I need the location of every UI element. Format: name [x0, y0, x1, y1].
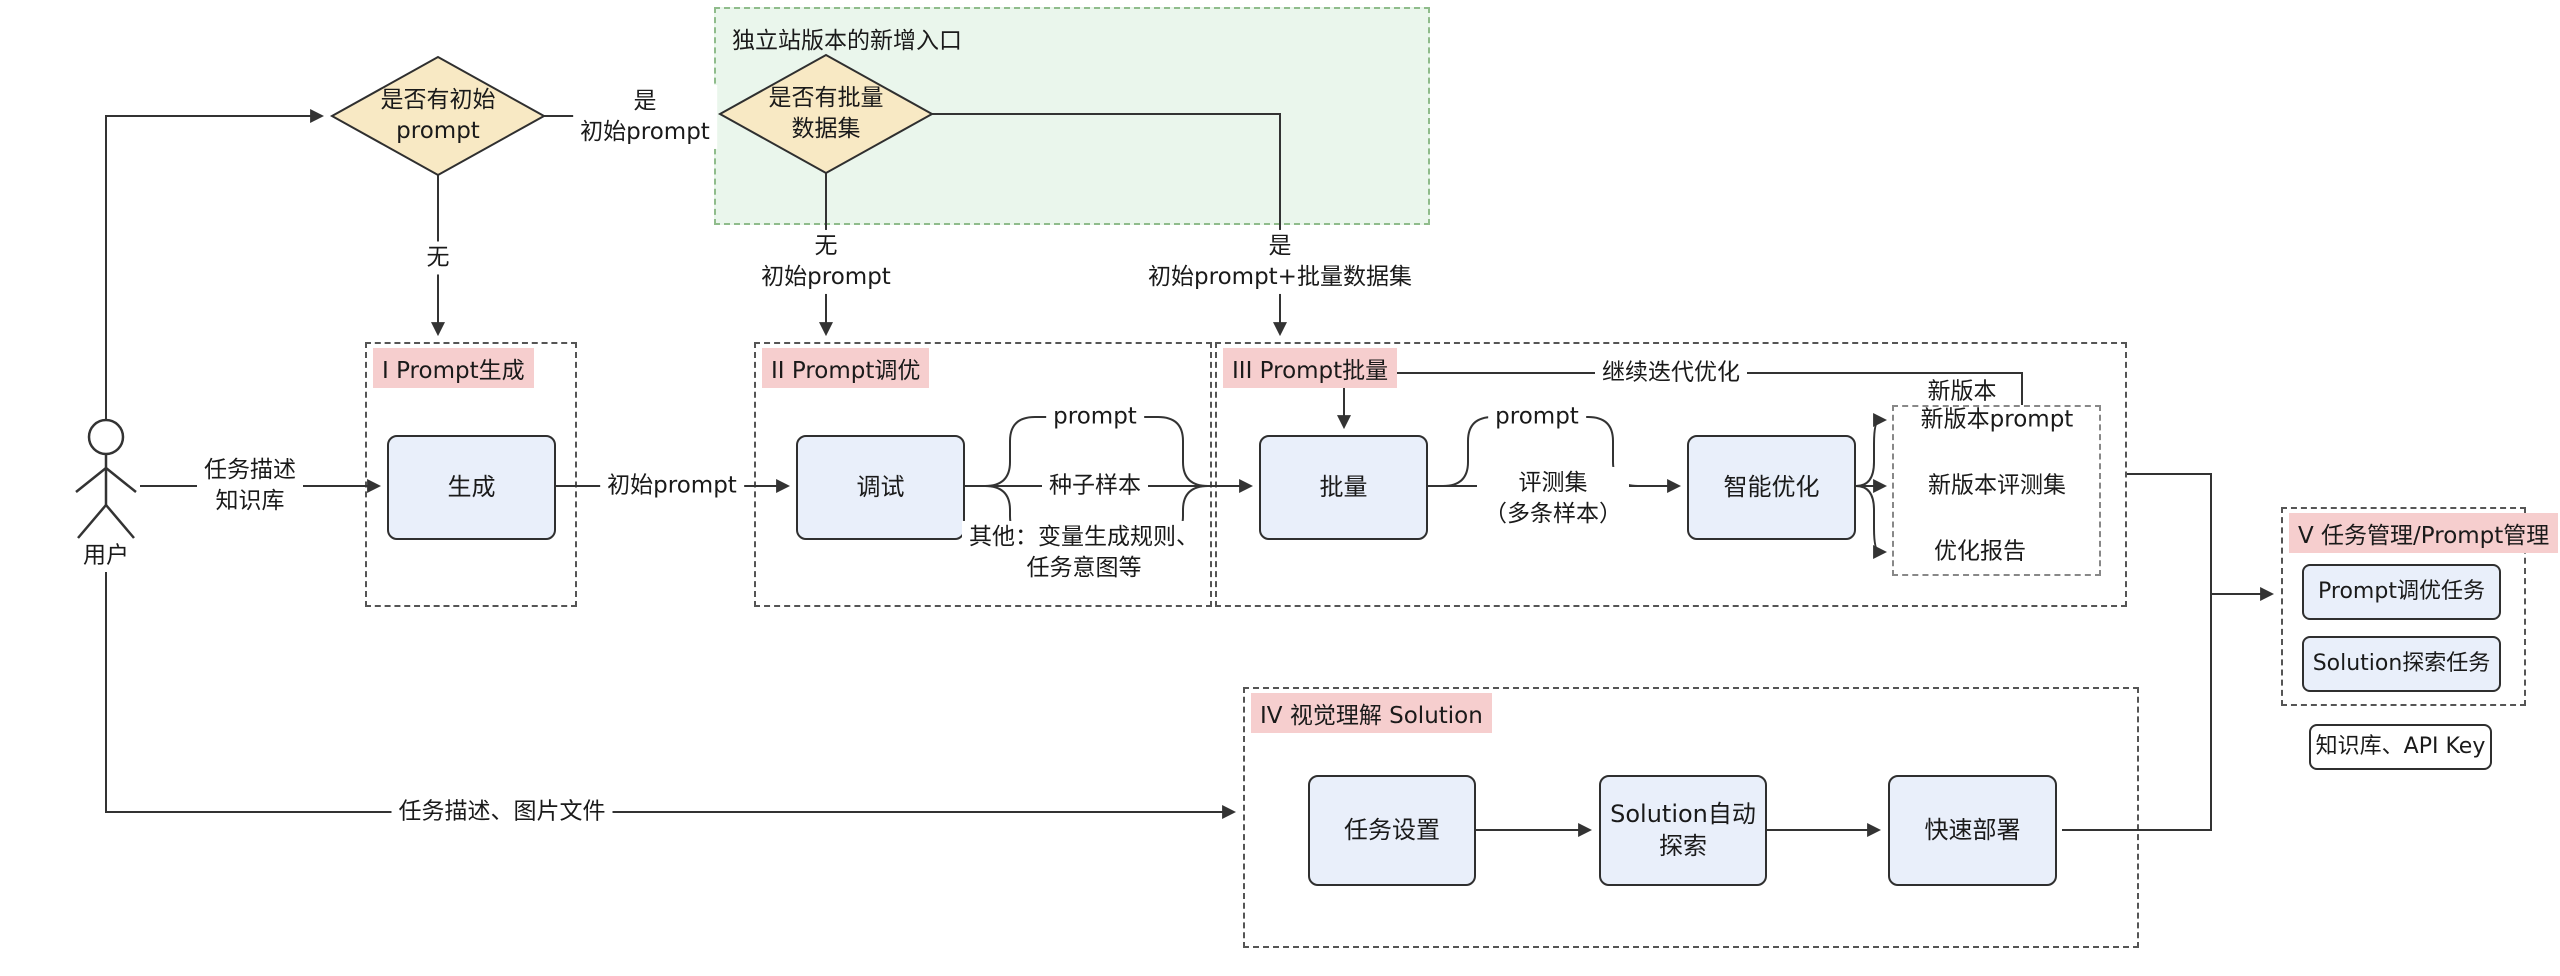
- container-title-prompt-tuning: II Prompt调优: [762, 348, 930, 388]
- edge-label-yes-batch-dataset: 是 初始prompt+批量数据集: [1141, 229, 1419, 295]
- node-quick-deploy: 快速部署: [1888, 775, 2057, 886]
- edge-outputs-junction: [2062, 473, 2212, 831]
- edge-label-yes-initial-prompt: 是 初始prompt: [573, 84, 717, 150]
- edge-label-evalset: 评测集 （多条样本）: [1477, 466, 1629, 532]
- node-prompt-tuning-task: Prompt调优任务: [2302, 564, 2501, 620]
- edge-debug-merge-top: [1142, 416, 1209, 487]
- decision-has-initial-prompt-shape: [329, 55, 547, 177]
- container-title-prompt-generation: I Prompt生成: [373, 348, 534, 388]
- new-version-evalset: 新版本评测集: [1928, 472, 2066, 499]
- new-version-group: [1892, 405, 2101, 576]
- container-title-task-management: V 任务管理/Prompt管理: [2289, 513, 2559, 553]
- edge-label-loop-optimize: 继续迭代优化: [1595, 356, 1747, 390]
- container-visual-solution: [1243, 687, 2139, 948]
- edge-user-to-decision1: [105, 109, 325, 420]
- edge-label-none: 无: [419, 241, 457, 275]
- new-version-prompt: 新版本prompt: [1920, 406, 2074, 433]
- container-title-visual-solution: IV 视觉理解 Solution: [1251, 693, 1492, 733]
- node-generate: 生成: [387, 435, 556, 540]
- edge-label-task-image-files: 任务描述、图片文件: [391, 795, 613, 829]
- edge-label-other-rules: 其他：变量生成规则、 任务意图等: [962, 520, 1206, 586]
- edge-label-seed-samples: 种子样本: [1042, 469, 1148, 503]
- standalone-entry-zone-label: 独立站版本的新增入口: [732, 28, 962, 54]
- edge-label-none-initial-prompt: 无 初始prompt: [754, 229, 898, 295]
- container-prompt-tuning: [754, 342, 1212, 607]
- node-solution-explore-task: Solution探索任务: [2302, 636, 2501, 692]
- edge-debug-split-top: [965, 416, 1048, 487]
- container-title-prompt-batch: III Prompt批量: [1223, 348, 1398, 388]
- new-version-title: 新版本: [1927, 378, 1997, 405]
- node-batch: 批量: [1259, 435, 1428, 540]
- edge-optimize-to-nvprompt: [1855, 413, 1888, 487]
- edge-label-initial-prompt: 初始prompt: [600, 469, 744, 503]
- edge-label-prompt-a: prompt: [1046, 400, 1144, 434]
- container-prompt-batch: [1215, 342, 2127, 607]
- node-kb-api-key: 知识库、API Key: [2309, 724, 2492, 770]
- edge-decision2-branch-right: [932, 113, 1287, 337]
- edge-label-task-knowledge: 任务描述 知识库: [197, 453, 303, 519]
- edge-batch-split-top: [1427, 416, 1502, 487]
- decision-has-batch-dataset-shape: [717, 53, 935, 175]
- node-task-setup: 任务设置: [1308, 775, 1476, 886]
- user-label: 用户: [83, 542, 129, 569]
- edge-optimize-to-nvreport: [1855, 485, 1888, 559]
- node-smart-optimize: 智能优化: [1687, 435, 1856, 540]
- decision-has-initial-prompt-label: 是否有初始 prompt: [380, 86, 496, 144]
- new-version-report: 优化报告: [1934, 538, 2026, 565]
- decision-has-batch-dataset-label: 是否有批量 数据集: [768, 84, 884, 142]
- user-icon: [75, 418, 137, 539]
- edge-label-prompt-b: prompt: [1488, 400, 1586, 434]
- container-prompt-generation: [365, 342, 577, 607]
- node-solution-explore: Solution自动 探索: [1599, 775, 1767, 886]
- edge-user-to-visual-solution: [105, 572, 1237, 819]
- node-debug: 调试: [796, 435, 965, 540]
- container-task-management: [2281, 507, 2526, 706]
